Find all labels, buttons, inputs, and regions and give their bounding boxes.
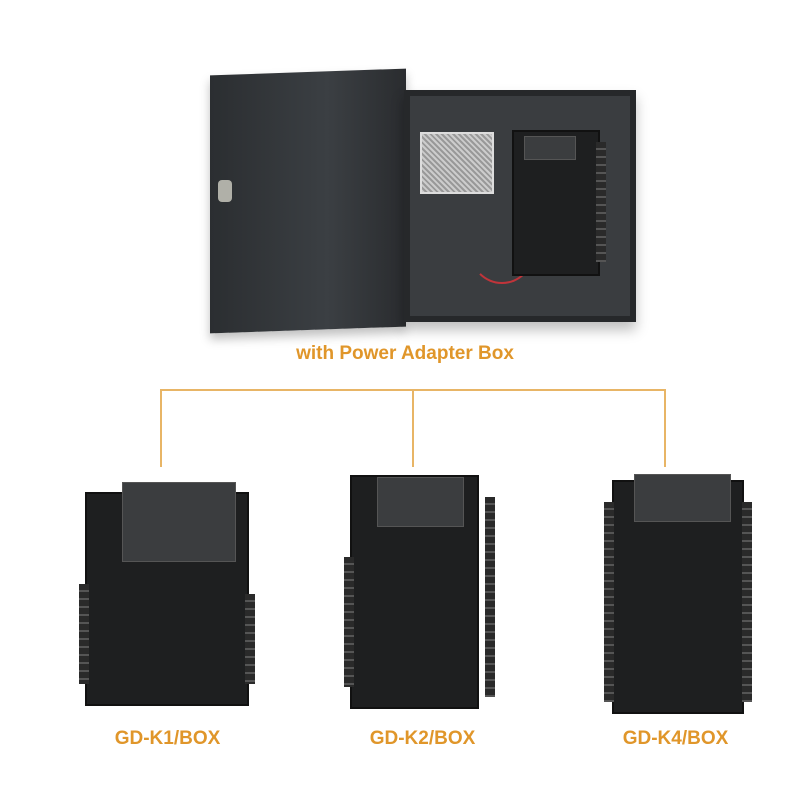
lock-icon (218, 180, 232, 202)
label-gd-k2: GD-K2/BOX (369, 728, 476, 749)
label-gd-k4: GD-K4/BOX (622, 728, 729, 749)
connector-center (412, 389, 414, 467)
connector-left (160, 389, 162, 467)
board-gd-k2 (344, 475, 495, 709)
cabinet-controller-board (512, 130, 606, 276)
board-gd-k1 (79, 482, 255, 706)
connector-right (664, 389, 666, 467)
caption-power-adapter-box: with Power Adapter Box (296, 343, 514, 364)
cabinet-door (210, 68, 406, 334)
board-gd-k4 (604, 474, 752, 714)
label-gd-k1: GD-K1/BOX (114, 728, 221, 749)
